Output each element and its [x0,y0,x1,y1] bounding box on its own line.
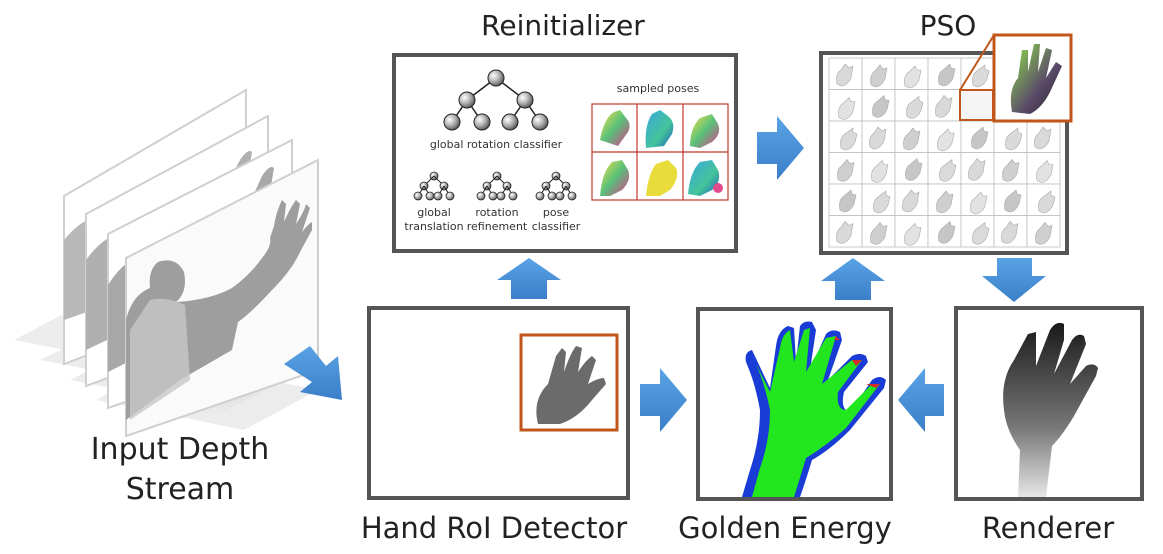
pso-particle-hand-icon [872,94,890,118]
arrow-input-to-roi-icon [284,346,342,400]
arrow-roi-to-energy-icon [640,368,687,432]
pso-particle-hand-icon [971,126,989,150]
pso-title: PSO [920,9,977,42]
hand-roi-detector-module: Hand RoI Detector [361,306,630,545]
pso-particle-hand-icon [936,190,954,214]
pso-particle-hand-icon [870,64,888,88]
pso-particle-hand-icon [1035,222,1053,245]
pso-particle-hand-icon [904,222,922,246]
sampled-poses-label: sampled poses [617,82,700,95]
pso-particle-hand-icon [906,95,924,119]
golden-energy-module: Golden Energy [678,307,893,545]
flow-arrows [284,116,1046,432]
pso-particle-hand-icon [904,65,922,89]
input-label-line1: Input Depth [91,432,270,467]
pso-particle-hand-icon [837,159,855,182]
rendered-hand-depth [1003,322,1098,497]
pso-particle-hand-icon [972,221,990,245]
rotation-refinement-label-2: refinement [467,220,528,233]
arrow-roi-to-reinit-icon [497,258,561,299]
global-rotation-tree-icon [443,69,549,131]
pso-particle-hand-icon [870,222,888,245]
pso-particle-hand-icon [938,220,956,244]
energy-green-region [752,328,880,497]
sampled-poses-grid [591,103,729,201]
golden-energy-label: Golden Energy [678,511,892,545]
global-rotation-classifier-label: global rotation classifier [430,138,563,151]
pso-particle-hand-icon [935,95,953,118]
pso-particle-hand-icon [1034,126,1052,150]
global-translation-label-2: translation [404,220,463,233]
pso-particle-hand-icon [938,63,956,87]
pso-particle-hand-icon [1002,159,1020,182]
renderer-label: Renderer [982,511,1114,545]
reinitializer-module: Reinitializer global rotation classifier… [392,9,738,253]
pso-particle-hand-icon [968,158,986,181]
pso-particle-hand-icon [838,96,856,120]
arrow-renderer-to-energy-icon [898,368,944,432]
pso-particle-hand-icon [839,189,857,213]
pso-particle-hand-icon [972,64,990,88]
pso-particle-hand-icon [970,191,988,215]
pso-particle-hand-icon [939,158,957,182]
pose-classifier-label-2: classifier [532,220,581,233]
input-label-line2: Stream [126,472,235,507]
pso-particle-hand-icon [836,221,854,244]
pso-particle-hand-icon [905,157,923,181]
pso-particle-hand-icon [1001,221,1019,244]
reinitializer-title: Reinitializer [481,9,645,42]
arrow-energy-to-pso-icon [821,258,885,300]
pso-zoom-callout [959,33,1073,123]
pso-module: PSO [819,9,1073,255]
pso-particle-hand-icon [903,127,921,151]
pso-particle-hand-icon [937,128,955,152]
depth-frame-front [125,158,319,438]
global-translation-label-1: global [417,206,451,219]
pso-particle-hand-icon [871,159,889,183]
pso-particle-hand-icon [1005,127,1023,151]
pso-particle-hand-icon [873,190,891,214]
hand-roi-label: Hand RoI Detector [361,511,627,545]
pso-particle-hand-icon [840,127,858,151]
pso-particle-hand-icon [836,63,854,87]
arrow-reinit-to-pso-icon [757,116,804,180]
renderer-module: Renderer [954,306,1144,545]
input-depth-stream: Input Depth Stream [14,88,319,507]
pso-particle-hand-icon [1004,189,1022,213]
arrow-pso-to-renderer-icon [982,258,1046,302]
pso-particle-hand-icon [902,189,920,213]
pose-classifier-label-1: pose [543,206,569,219]
pso-particle-hand-icon [1036,159,1054,183]
roi-hand-depth [536,346,606,424]
pso-particle-hand-icon [869,126,887,150]
rotation-refinement-label-1: rotation [475,206,518,219]
pso-particle-hand-icon [1038,190,1056,214]
